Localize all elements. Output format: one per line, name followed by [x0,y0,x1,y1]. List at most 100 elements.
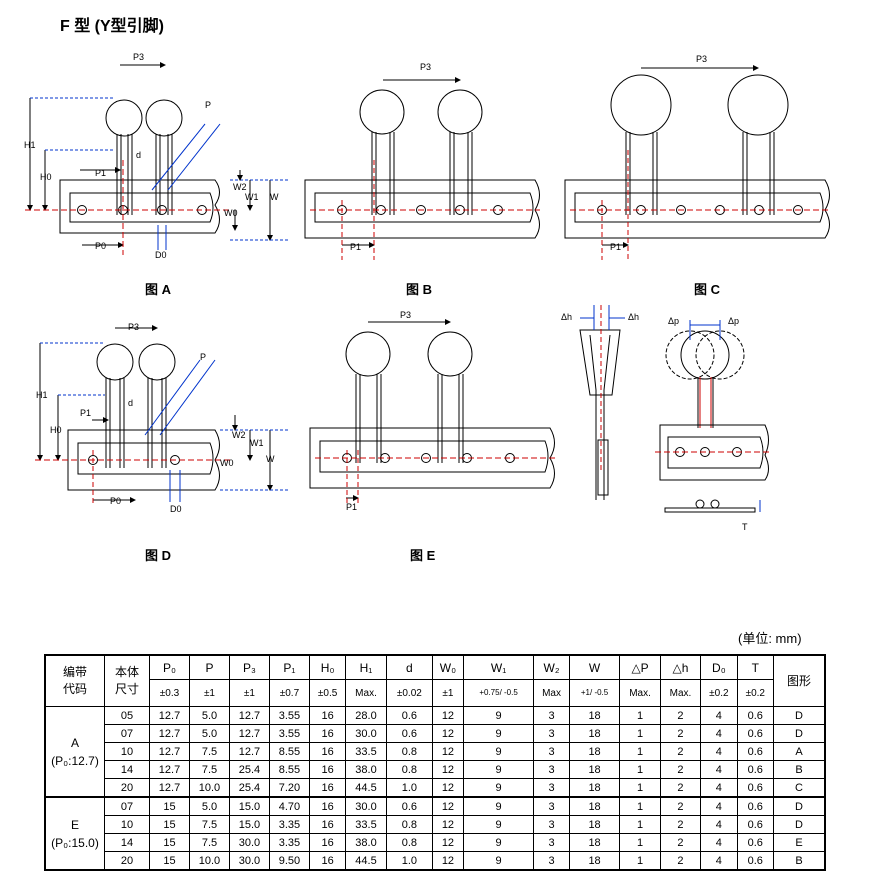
header-tolerance: Max. [659,679,702,707]
value-cell: 4 [700,742,738,761]
figure-d-labels: P3 P H1 H0 P1 d W2 W1 W0 W P0 D0 [36,322,275,514]
value-cell: 1 [619,742,661,761]
value-cell: 33.5 [345,742,387,761]
dim-d0-label-d: D0 [170,504,182,514]
value-cell: 2 [659,778,702,798]
size-cell: 07 [104,724,150,743]
value-cell: 16 [308,796,347,816]
value-cell: 25.4 [228,760,270,779]
value-cell: 9 [462,851,535,871]
dim-w0-label: W0 [224,208,238,218]
value-cell: 38.0 [345,833,387,852]
value-cell: 18 [568,742,621,761]
value-cell: 3.55 [268,724,310,743]
value-cell: 5.0 [188,724,230,743]
header-param: W [568,654,621,680]
value-cell: 30.0 [228,851,270,871]
dim-w0-label-d: W0 [220,458,234,468]
figure-b-labels: P3 P1 [350,62,431,252]
tape-drawings: P3 P H1 H0 d P1 W2 W1 W0 W P0 D0 P3 P1 [24,52,830,532]
value-cell: 4 [700,851,738,871]
value-cell: 9 [462,778,535,798]
dim-p-label: P [205,100,211,110]
value-cell: 3 [533,706,570,725]
value-cell: 12 [432,851,464,871]
size-cell: 14 [104,833,150,852]
value-cell: 16 [308,778,347,798]
value-cell: 12 [432,742,464,761]
figure-a-labels: P3 P H1 H0 d P1 W2 W1 W0 W P0 D0 [24,52,279,260]
value-cell: 12.7 [228,742,270,761]
figure-e-labels: P3 P1 [346,310,411,512]
header-row-tolerances: ±0.3 ±1 ±1 ±0.7 ±0.5 Max. ±0.02 ±1 +0.75… [45,679,825,707]
value-cell: 18 [568,724,621,743]
value-cell: 12 [432,760,464,779]
dim-d0-label: D0 [155,250,167,260]
front-view-drawing [655,320,770,513]
value-cell: 0.6 [385,724,434,743]
figure-c-caption: 图 C [694,282,721,297]
header-tolerance: ±0.2 [700,679,738,707]
value-cell: 3 [533,833,570,852]
value-cell: 0.6 [385,706,434,725]
value-cell: 3 [533,778,570,798]
value-cell: 16 [308,815,347,834]
header-size-line2: 尺寸 [114,682,139,696]
value-cell: 3 [533,851,570,871]
value-cell: 8.55 [268,742,310,761]
value-cell: 5.0 [188,706,230,725]
value-cell: 12 [432,815,464,834]
dim-p1-label-d: P1 [80,408,91,418]
value-cell: 2 [659,815,702,834]
dim-p1-label: P1 [95,168,106,178]
size-cell: 07 [104,796,150,816]
value-cell: 2 [659,742,702,761]
header-tolerance: Max. [619,679,661,707]
shape-cell: B [773,851,826,871]
value-cell: 18 [568,778,621,798]
shape-cell: B [773,760,826,779]
header-param: H₀ [308,654,347,680]
value-cell: 18 [568,796,621,816]
dim-dp-label-right: Δp [728,316,739,326]
value-cell: 1 [619,724,661,743]
value-cell: 15 [149,833,190,852]
tape-pitch: (P₀:12.7) [51,753,99,768]
figure-a-drawing [25,62,290,255]
tape-code: E [70,817,79,832]
value-cell: 4.70 [268,796,310,816]
value-cell: 9 [462,815,535,834]
value-cell: 7.5 [188,742,230,761]
value-cell: 15.0 [228,815,270,834]
shape-cell: D [773,706,826,725]
value-cell: 10.0 [188,851,230,871]
value-cell: 0.6 [736,778,775,798]
value-cell: 12.7 [149,778,190,798]
shape-cell: D [773,815,826,834]
dim-w-label: W [270,192,279,202]
value-cell: 4 [700,833,738,852]
header-code-line2: 代码 [62,682,87,696]
header-row-names: 编带 代码 本体 尺寸 P₀ P P₃ P₁ H₀ H₁ d W₀ W₁ W₂ … [44,654,826,707]
dim-w2-label: W2 [233,182,247,192]
value-cell: 3.55 [268,706,310,725]
size-cell: 10 [104,742,150,761]
shape-cell: C [773,778,826,798]
header-param: △h [659,654,702,680]
value-cell: 3 [533,760,570,779]
dim-p3-label-d: P3 [128,322,139,332]
dim-p1-label-c: P1 [610,242,621,252]
size-cell: 20 [104,778,150,798]
value-cell: 9 [462,833,535,852]
dim-p3-label-b: P3 [420,62,431,72]
figure-d-drawing [35,325,290,505]
